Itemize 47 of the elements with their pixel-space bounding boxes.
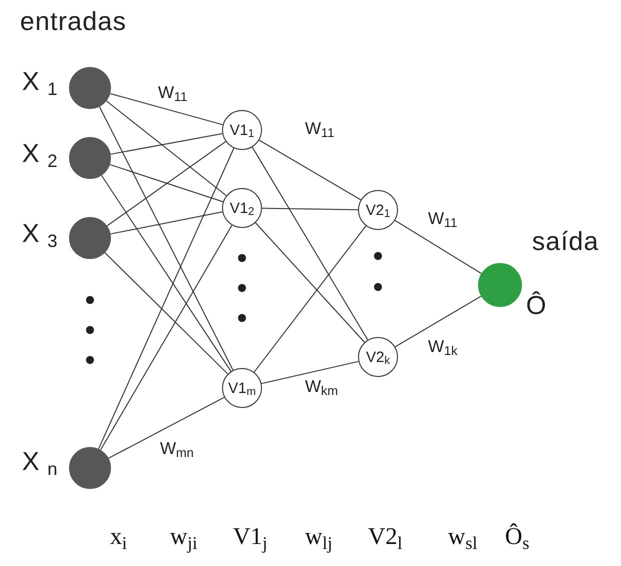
layer-heading: entradas xyxy=(20,8,126,34)
neuron-label: V1$_{m}$ xyxy=(228,380,256,396)
weight-label: W$_{1k}$ xyxy=(428,338,458,355)
variable-label: X$_{2}$ xyxy=(22,140,58,166)
input-neuron xyxy=(69,217,111,259)
variable-label: X$_{n}$ xyxy=(22,448,58,474)
connection-line xyxy=(98,148,234,450)
connection-line xyxy=(254,225,366,373)
layer-heading: saída xyxy=(532,228,599,254)
output-neuron xyxy=(478,263,522,307)
connection-line xyxy=(254,222,366,343)
input-neuron xyxy=(69,447,111,489)
connection-line xyxy=(261,360,359,384)
connection-line xyxy=(394,296,482,348)
connection-line xyxy=(109,164,224,202)
connection-line xyxy=(258,140,362,200)
notation-label: Ô$_{s}$ xyxy=(505,525,530,549)
notation-label: w$_{sl}$ xyxy=(448,525,478,549)
neuron-label: V2$_{k}$ xyxy=(366,350,390,364)
connection-line xyxy=(101,175,232,372)
neuron-label: V2$_{1}$ xyxy=(366,202,390,218)
notation-label: V2$_{l}$ xyxy=(368,525,402,549)
weight-label: W$_{11}$ xyxy=(158,84,188,101)
weight-label: W$_{11}$ xyxy=(428,210,458,227)
weight-label: W$_{km}$ xyxy=(305,378,338,395)
input-neuron xyxy=(69,137,111,179)
connection-line xyxy=(106,100,227,196)
connection-line xyxy=(110,93,224,126)
connection-line xyxy=(110,133,223,155)
connection-line xyxy=(394,220,482,274)
weight-label: W$_{mn}$ xyxy=(160,440,194,457)
connection-line xyxy=(104,252,228,374)
connection-line xyxy=(262,208,358,210)
neuron-label: V1$_{1}$ xyxy=(230,122,254,138)
neuron-label: V1$_{2}$ xyxy=(230,200,254,216)
connection-line xyxy=(99,106,234,371)
input-neuron xyxy=(69,67,111,109)
weight-label: W$_{11}$ xyxy=(305,120,334,137)
connection-line xyxy=(108,396,225,459)
connection-line xyxy=(100,224,232,450)
connection-line xyxy=(106,141,226,226)
variable-label: Ô xyxy=(526,292,546,318)
connection-line xyxy=(252,146,368,340)
variable-label: X$_{1}$ xyxy=(22,68,58,94)
notation-label: x$_{i}$ xyxy=(110,525,128,549)
variable-label: X$_{3}$ xyxy=(22,220,58,246)
connection-line xyxy=(110,211,223,234)
